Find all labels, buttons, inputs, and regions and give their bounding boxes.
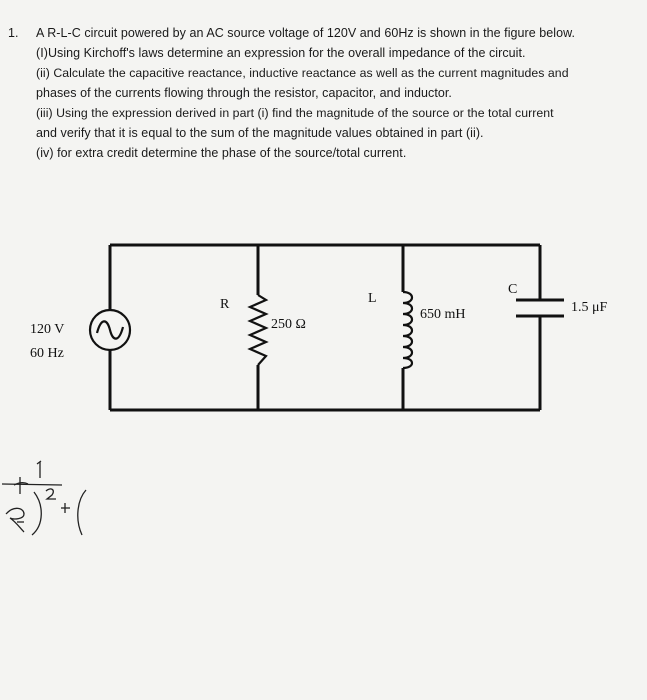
- question-line-3: (ii) Calculate the capacitive reactance,…: [36, 66, 569, 80]
- ac-source-icon: [88, 308, 132, 352]
- source-frequency-label: 60 Hz: [30, 346, 64, 361]
- inductor-value: 650 mH: [420, 307, 466, 322]
- inductor-label: L: [368, 291, 377, 306]
- question-line-6: and verify that it is equal to the sum o…: [36, 126, 484, 140]
- question-line-1: A R-L-C circuit powered by an AC source …: [36, 26, 576, 40]
- inductor-icon: [402, 290, 414, 370]
- capacitor-icon: [516, 298, 564, 318]
- source-voltage-label: 120 V: [30, 322, 64, 337]
- circuit-wires: [108, 243, 542, 412]
- question-line-7: (iv) for extra credit determine the phas…: [36, 146, 407, 160]
- resistor-value: 250 Ω: [271, 317, 306, 332]
- capacitor-value: 1.5 μF: [571, 300, 608, 315]
- handwritten-scribble: [1, 460, 87, 536]
- capacitor-label: C: [508, 282, 517, 297]
- resistor-label: R: [220, 297, 230, 312]
- resistor-icon: [247, 294, 269, 366]
- question-number: 1.: [8, 26, 19, 40]
- question-line-2: (I)Using Kirchoff's laws determine an ex…: [36, 46, 526, 60]
- question-line-4: phases of the currents flowing through t…: [36, 86, 452, 100]
- question-line-5: (iii) Using the expression derived in pa…: [36, 106, 554, 120]
